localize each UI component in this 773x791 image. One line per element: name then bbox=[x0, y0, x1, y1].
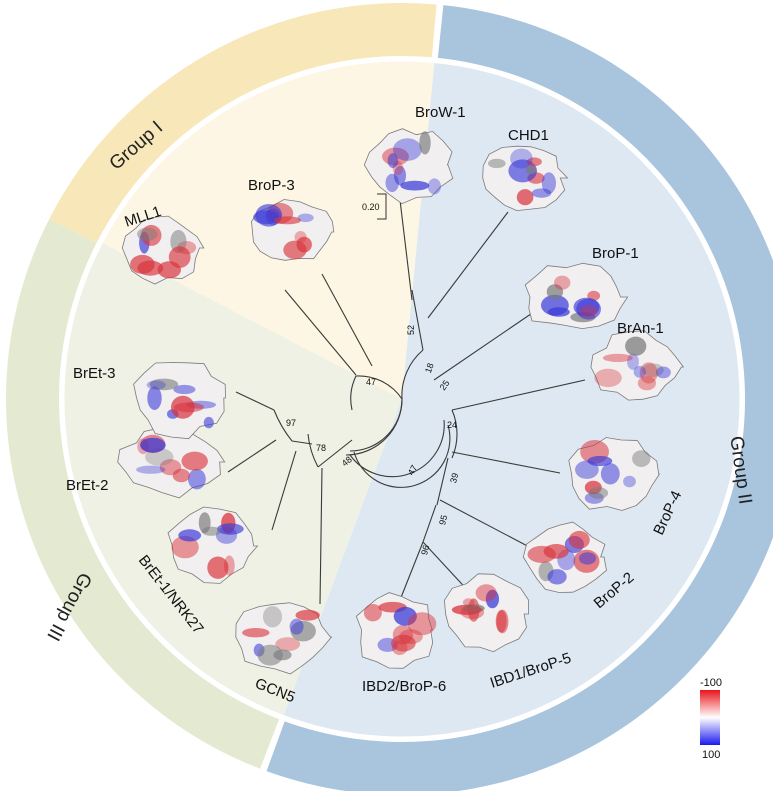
colorbar-gradient bbox=[700, 690, 720, 745]
protein-surface-brop3 bbox=[251, 199, 335, 261]
branch-root-arc-b bbox=[345, 398, 403, 456]
bootstrap-value: 48 bbox=[340, 454, 354, 468]
branch-g2-arc-lower bbox=[451, 409, 458, 459]
bootstrap-value: 47 bbox=[366, 377, 376, 387]
protein-surface-chd1 bbox=[482, 145, 569, 212]
branch-ibd2 bbox=[399, 541, 424, 601]
protein-surface-brop2 bbox=[522, 521, 607, 593]
branch-brop3 bbox=[321, 273, 373, 367]
branch-g2-96 bbox=[422, 504, 437, 543]
branch-brop4 bbox=[451, 451, 561, 474]
protein-surfaces bbox=[117, 128, 685, 675]
protein-surface-bret2 bbox=[117, 427, 226, 499]
branch-bran1 bbox=[451, 379, 586, 411]
group-3-band bbox=[5, 219, 280, 769]
branch-mll1 bbox=[284, 289, 357, 376]
sector-separator-ring bbox=[59, 56, 745, 742]
branch-g1-arc bbox=[350, 375, 403, 411]
branch-g2-52 bbox=[411, 289, 424, 351]
protein-surface-ibd1 bbox=[443, 573, 529, 653]
branch-bret2 bbox=[227, 439, 277, 473]
bootstrap-value: 39 bbox=[448, 472, 460, 484]
bootstrap-value: 97 bbox=[286, 418, 296, 428]
colorbar: -100 100 bbox=[700, 677, 722, 761]
protein-surface-bret3 bbox=[133, 362, 226, 440]
bootstrap-value: 52 bbox=[406, 325, 416, 335]
bootstrap-value: 47 bbox=[406, 463, 420, 477]
protein-surface-mll1 bbox=[121, 215, 205, 285]
branch-g2-95 bbox=[436, 457, 449, 506]
protein-surface-bran1 bbox=[590, 330, 685, 401]
scale-bar: 0.20 bbox=[362, 193, 387, 220]
protein-surface-ibd2 bbox=[355, 592, 437, 669]
branch-gcn5 bbox=[319, 467, 323, 605]
branch-bret1 bbox=[271, 450, 297, 531]
protein-surface-gcn5 bbox=[235, 602, 333, 675]
protein-label-ibd2: IBD2/BroP-6 bbox=[362, 678, 446, 695]
protein-label-brow1: BroW-1 bbox=[415, 104, 466, 121]
colorbar-top-label: -100 bbox=[700, 677, 722, 689]
protein-label-chd1: CHD1 bbox=[508, 127, 549, 144]
bootstrap-value: 25 bbox=[438, 378, 452, 392]
group-3-region bbox=[64, 242, 402, 716]
protein-label-brop3: BroP-3 bbox=[248, 177, 295, 194]
protein-surface-brow1 bbox=[363, 128, 454, 205]
branch-brop2 bbox=[439, 499, 536, 551]
bootstrap-value: 24 bbox=[447, 420, 457, 430]
protein-label-bret3: BrEt-3 bbox=[73, 365, 116, 382]
scale-bar-label: 0.20 bbox=[362, 202, 380, 212]
scale-bar-line bbox=[377, 193, 387, 220]
protein-surface-bret1 bbox=[167, 506, 259, 584]
protein-label-bret2: BrEt-2 bbox=[66, 477, 109, 494]
branch-root-arc-c bbox=[353, 424, 451, 488]
bootstrap-value: 18 bbox=[423, 362, 436, 375]
branch-chd1 bbox=[427, 211, 509, 319]
protein-label-bran1: BrAn-1 bbox=[617, 320, 664, 337]
group-1-band bbox=[49, 3, 437, 244]
protein-surface-brop1 bbox=[524, 262, 629, 330]
protein-label-brop1: BroP-1 bbox=[592, 245, 639, 262]
branch-g3-arc bbox=[307, 433, 319, 468]
branch-brop1 bbox=[433, 302, 548, 381]
colorbar-bottom-label: 100 bbox=[702, 749, 720, 761]
bootstrap-value: 78 bbox=[316, 443, 326, 453]
branch-g3-48 bbox=[317, 439, 353, 468]
bootstrap-value: 95 bbox=[437, 514, 449, 526]
bootstrap-values: 47 97 78 48 47 52 18 25 24 39 95 96 bbox=[286, 325, 460, 556]
branch-brow1 bbox=[399, 199, 413, 301]
tree-branches bbox=[227, 199, 586, 605]
group-2-region bbox=[283, 62, 741, 737]
protein-surface-brop4 bbox=[568, 437, 661, 511]
branch-g3-arc2 bbox=[273, 409, 293, 442]
bootstrap-value: 96 bbox=[419, 544, 431, 556]
branch-bret3 bbox=[235, 391, 275, 411]
branch-root-arc-d bbox=[349, 419, 445, 478]
branch-g2-arc-upper bbox=[401, 349, 424, 400]
branch-g3-78 bbox=[291, 440, 313, 445]
group-sectors bbox=[5, 3, 773, 791]
